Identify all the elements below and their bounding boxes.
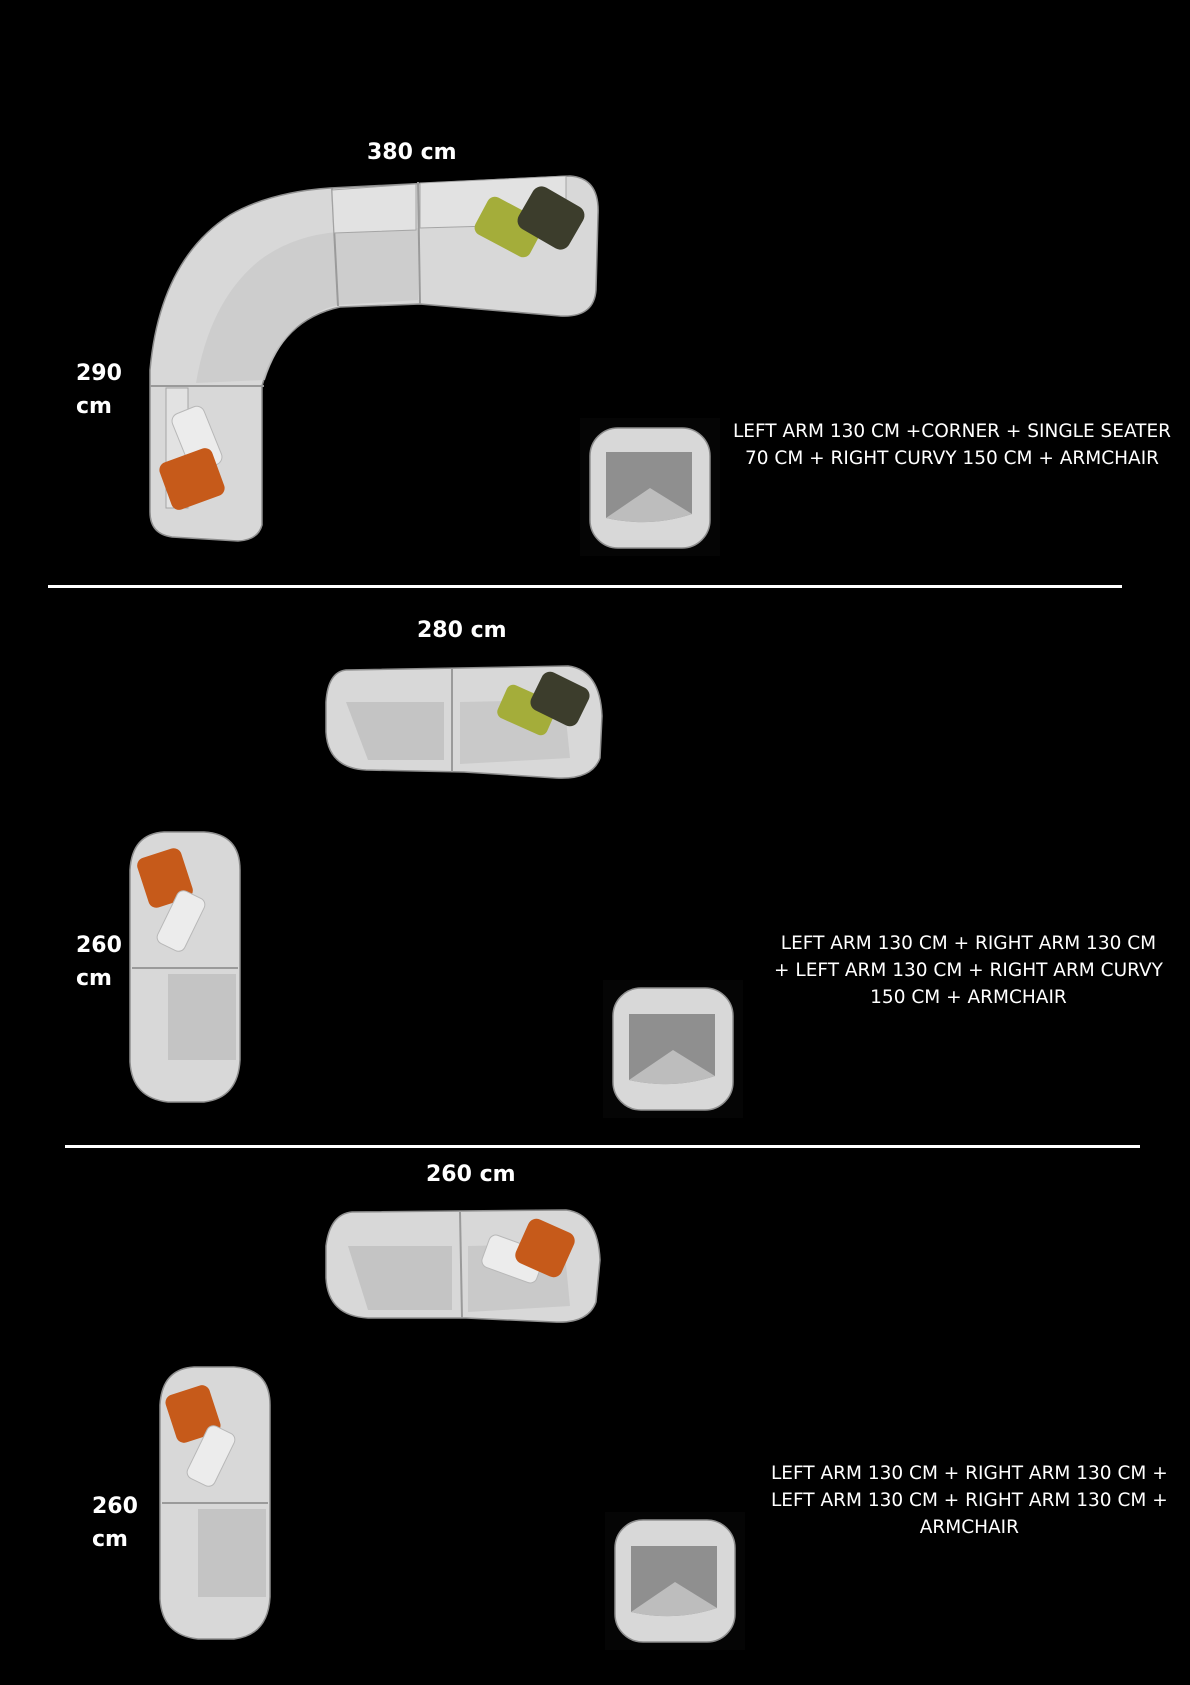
height-label: 260 cm	[92, 1490, 138, 1556]
height-value: 260	[92, 1494, 138, 1519]
armchair-image	[605, 1512, 745, 1650]
height-unit: cm	[76, 966, 112, 991]
corner-sofa-seat	[196, 228, 418, 383]
section-divider	[65, 1145, 1140, 1148]
height-unit: cm	[76, 394, 112, 419]
configuration-description: LEFT ARM 130 CM + RIGHT ARM 130 CM + LEF…	[771, 1460, 1168, 1541]
height-value: 260	[76, 933, 122, 958]
width-label: 380 cm	[367, 140, 457, 165]
configuration-description: LEFT ARM 130 CM +CORNER + SINGLE SEATER …	[733, 418, 1171, 472]
description-line: + LEFT ARM 130 CM + RIGHT ARM CURVY	[774, 960, 1163, 981]
description-line: 150 CM + ARMCHAIR	[870, 987, 1067, 1008]
height-unit: cm	[92, 1527, 128, 1552]
vertical-sofa-image	[129, 831, 241, 1103]
armchair-image	[603, 980, 743, 1118]
description-line: LEFT ARM 130 CM +CORNER + SINGLE SEATER	[733, 421, 1172, 442]
description-line: LEFT ARM 130 CM + RIGHT ARM 130 CM +	[771, 1490, 1168, 1511]
width-label: 280 cm	[417, 618, 507, 643]
description-line: LEFT ARM 130 CM + RIGHT ARM 130 CM	[780, 933, 1157, 954]
pillow-lime	[474, 196, 544, 258]
armchair-image	[580, 418, 720, 556]
pillow-orange	[159, 448, 225, 510]
pillow-olive	[517, 186, 585, 250]
configuration-description: LEFT ARM 130 CM + RIGHT ARM 130 CM + LEF…	[774, 930, 1163, 1011]
horizontal-sofa-image	[325, 1209, 601, 1323]
height-value: 290	[76, 361, 122, 386]
height-label: 260 cm	[76, 929, 122, 995]
description-line: 70 CM + RIGHT CURVY 150 CM + ARMCHAIR	[744, 448, 1160, 469]
description-line: ARMCHAIR	[919, 1517, 1019, 1538]
description-line: LEFT ARM 130 CM + RIGHT ARM 130 CM +	[771, 1463, 1168, 1484]
horizontal-sofa-image	[325, 665, 603, 779]
width-label: 260 cm	[426, 1162, 516, 1187]
height-label: 290 cm	[76, 357, 122, 423]
vertical-sofa-image	[159, 1366, 271, 1640]
section-divider	[48, 585, 1122, 588]
